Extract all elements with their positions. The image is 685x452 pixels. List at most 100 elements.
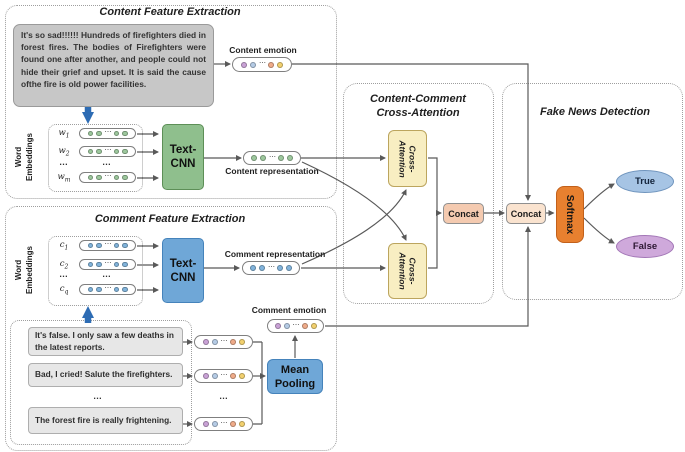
row-label-w2: w2 xyxy=(53,146,75,160)
content-word-embeddings-label: Word Embeddings xyxy=(14,124,40,190)
embedding-dot xyxy=(251,155,257,161)
embedding-dot xyxy=(122,148,128,155)
embedding-dot xyxy=(113,130,119,137)
ellipsis-dots: ⋯ xyxy=(268,263,275,271)
embedding-dot xyxy=(96,130,102,137)
cross-attention-section-title: Content-Comment Cross-Attention xyxy=(350,92,486,120)
embedding-dot xyxy=(310,323,317,329)
ellipsis-dots: ⋯ xyxy=(104,285,112,292)
concat-block-2: Concat xyxy=(506,203,546,224)
output-true: True xyxy=(616,170,674,193)
pooling-line: Pooling xyxy=(274,377,316,390)
row-sub: 2 xyxy=(65,150,70,158)
embedding-dot xyxy=(211,339,218,345)
embedding-dot xyxy=(87,261,93,268)
embedding-capsule-w1: ⋯ xyxy=(79,128,136,139)
ellipsis-dots: ⋯ xyxy=(104,173,112,180)
row-sub: 2 xyxy=(64,263,69,271)
row-base: w xyxy=(58,128,66,138)
embedding-dot xyxy=(87,286,93,293)
content-section-title: Content Feature Extraction xyxy=(99,6,241,18)
embedding-dot xyxy=(229,373,236,379)
row-base: w xyxy=(57,172,65,182)
comment-textcnn-block: Text-CNN xyxy=(162,238,204,303)
embedding-capsule-w2: ⋯ xyxy=(79,146,136,157)
cross-title-line2: Cross-Attention xyxy=(376,107,460,119)
embedding-dot xyxy=(241,61,247,68)
cross-attention-block-2: Cross-Attention xyxy=(388,243,427,299)
embedding-dot xyxy=(96,261,102,268)
embedding-dot xyxy=(87,130,93,137)
embedding-dot xyxy=(287,155,293,161)
comment-extraction-section-box xyxy=(5,206,337,451)
row-label-c1: c1 xyxy=(53,240,75,254)
content-emotion-label: Content emotion xyxy=(229,45,297,55)
embedding-dot xyxy=(87,174,93,181)
ellipsis-dots: ⋯ xyxy=(269,153,276,161)
embedding-dot xyxy=(113,261,119,268)
embedding-dot xyxy=(122,261,128,268)
ellipsis-dots: ⋯ xyxy=(220,337,228,345)
cross-attention-block-1: Cross-Attention xyxy=(388,130,427,187)
ellipsis-dots: ⋯ xyxy=(220,371,228,379)
row-label-w1: w1 xyxy=(53,128,75,142)
embedding-dot xyxy=(202,373,209,379)
comment-rows-ellipsis-capsules: … xyxy=(102,269,112,279)
content-rows-ellipsis-capsules: … xyxy=(102,157,112,167)
cross-attention-label: Cross-Attention xyxy=(398,140,418,177)
embedding-dot xyxy=(122,286,128,293)
comment-textbox-1: It's false. I only saw a few deaths in t… xyxy=(28,327,183,356)
news-content-textbox: It's so sad!!!!!! Hundreds of firefighte… xyxy=(13,24,214,107)
cross-title-line1: Content-Comment xyxy=(370,93,466,105)
embedding-dot xyxy=(229,421,236,427)
embedding-capsule-c2: ⋯ xyxy=(79,259,136,270)
embedding-dot xyxy=(122,242,128,249)
embedding-dot xyxy=(278,155,284,161)
embedding-dot xyxy=(113,148,119,155)
embedding-dot xyxy=(301,323,308,329)
textcnn-line2: CNN xyxy=(170,158,196,170)
textcnn-line2: CNN xyxy=(170,271,196,284)
embedding-dot xyxy=(96,286,102,293)
embedding-dot xyxy=(260,155,266,161)
row-sub: m xyxy=(64,176,71,184)
embedding-dot xyxy=(113,286,119,293)
row-label-cq: cq xyxy=(53,284,75,298)
capsules-ellipsis: … xyxy=(219,391,229,401)
embedding-dot xyxy=(113,174,119,181)
comment-representation-capsule: ⋯ xyxy=(242,261,300,275)
cross-line1: Cross- xyxy=(407,257,418,285)
softmax-label: Softmax xyxy=(564,194,576,235)
embedding-dot xyxy=(122,130,128,137)
embedding-dot xyxy=(286,265,292,271)
embedding-dot xyxy=(87,148,93,155)
cross-attention-label: Cross-Attention xyxy=(398,252,418,289)
comment1-emotion-capsule: ⋯ xyxy=(194,335,253,349)
row-label-c2: c2 xyxy=(53,259,75,273)
comment3-emotion-capsule: ⋯ xyxy=(194,417,253,431)
embedding-dot xyxy=(87,242,93,249)
embedding-dot xyxy=(229,339,236,345)
comment-section-title: Comment Feature Extraction xyxy=(94,213,246,225)
comment-emotion-capsule: ⋯ xyxy=(267,319,324,333)
embedding-dot xyxy=(238,421,245,427)
textcnn-label: Text-CNN xyxy=(170,257,197,285)
comment2-emotion-capsule: ⋯ xyxy=(194,369,253,383)
ellipsis-dots: ⋯ xyxy=(259,60,266,67)
content-rows-ellipsis-label: … xyxy=(59,157,69,167)
comment-textbox-3: The forest fire is really frightening. xyxy=(28,407,183,434)
cross-line2: Attention xyxy=(397,252,408,290)
embedding-dot xyxy=(211,373,218,379)
embedding-dot xyxy=(96,242,102,249)
textcnn-label: Text- CNN xyxy=(170,143,197,171)
content-textcnn-block: Text- CNN xyxy=(162,124,204,190)
row-base: c xyxy=(59,240,65,250)
textcnn-line1: Text- xyxy=(169,144,197,156)
cross-line2: Attention xyxy=(397,139,408,178)
embedding-dot xyxy=(122,174,128,181)
embedding-dot xyxy=(202,339,209,345)
content-emotion-capsule: ⋯ xyxy=(232,57,292,72)
